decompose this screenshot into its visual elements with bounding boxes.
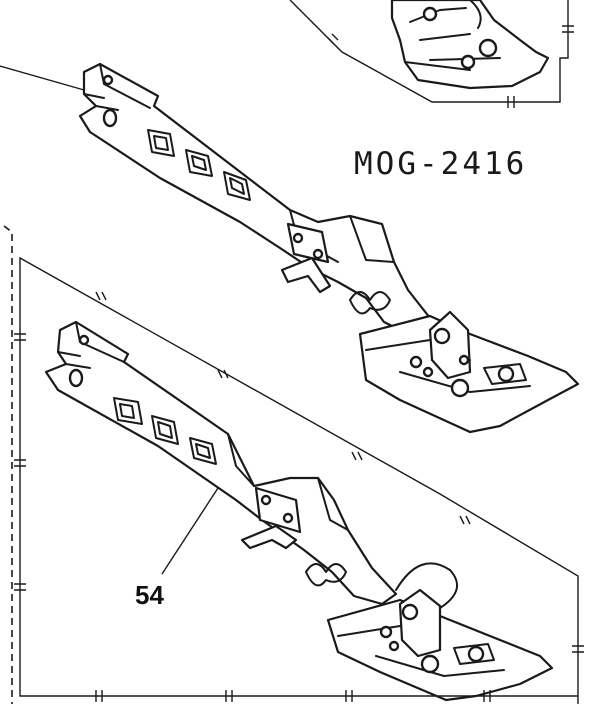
top-assembly-presser-foot xyxy=(390,0,550,90)
part-callout-number: 54 xyxy=(135,580,164,610)
middle-presser-arm xyxy=(78,62,580,434)
lower-bracket-lines xyxy=(3,225,584,704)
callout-leader-line xyxy=(161,487,219,575)
model-number-label: MOG-2416 xyxy=(354,146,528,182)
lower-presser-arm xyxy=(44,320,554,702)
top-bracket-lines xyxy=(0,0,574,108)
